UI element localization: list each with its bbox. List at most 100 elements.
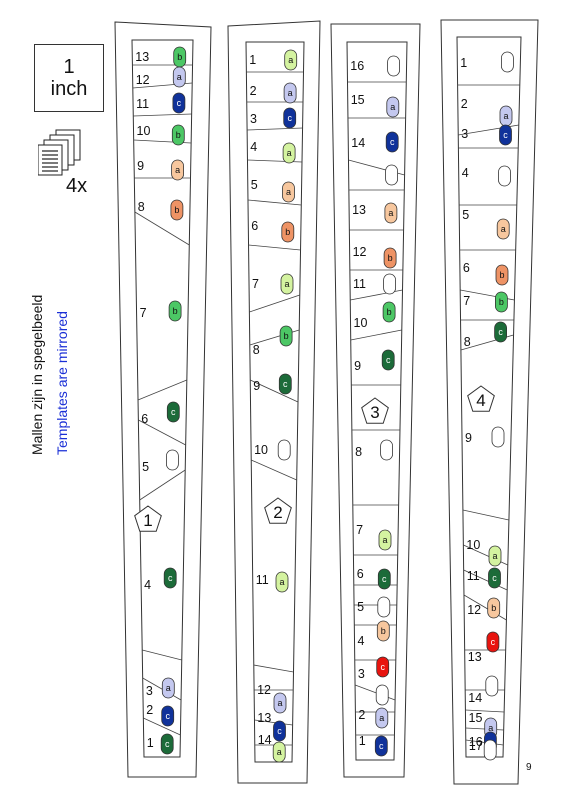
piece-number: 11	[353, 277, 366, 291]
fabric-swatch	[485, 675, 499, 697]
template-number: 2	[273, 503, 282, 522]
seam-line	[247, 199, 302, 206]
piece-filler	[385, 164, 399, 186]
one-inch-scale-box: 1 inch	[34, 44, 104, 112]
fabric-letter: c	[492, 573, 497, 583]
seam-line	[134, 211, 190, 246]
piece-number: 1	[460, 56, 467, 70]
fabric-letter: b	[174, 205, 179, 215]
fabric-swatch	[168, 300, 182, 322]
piece-number: 5	[357, 600, 364, 614]
template-cutting-outline	[440, 19, 539, 785]
fabric-swatch	[495, 264, 509, 286]
piece-number: 10	[354, 316, 368, 330]
piece-number: 12	[136, 73, 150, 87]
fabric-letter: a	[379, 713, 384, 723]
piece-number: 16	[469, 735, 483, 749]
fabric-swatch	[380, 439, 394, 461]
fabric-letter: b	[381, 626, 386, 636]
fabric-swatch	[494, 321, 508, 343]
fabric-swatch	[273, 692, 287, 714]
fabric-swatch	[383, 273, 397, 295]
seam-line	[247, 127, 303, 131]
piece-number: 1	[147, 736, 154, 750]
piece-number: 4	[358, 634, 365, 648]
piece-12: 12a	[257, 683, 287, 714]
seam-line	[250, 379, 299, 403]
fabric-letter: c	[165, 711, 170, 721]
seam-line	[251, 459, 297, 481]
piece-5: 5a	[462, 208, 510, 240]
scale-box-unit: inch	[50, 78, 88, 100]
fabric-letter: a	[279, 577, 284, 587]
piece-number: 8	[138, 200, 145, 214]
piece-number: 6	[141, 412, 148, 426]
piece-8: 8	[355, 439, 394, 461]
piece-number: 14	[468, 691, 482, 705]
fabric-letter: b	[173, 306, 178, 316]
template-number-pentagon	[467, 385, 495, 412]
piece-number: 11	[467, 569, 480, 583]
piece-number: 15	[469, 711, 483, 725]
fabric-swatch	[161, 677, 175, 699]
piece-4: 4b	[358, 620, 390, 648]
seam-line	[142, 677, 182, 701]
fabric-swatch	[283, 107, 297, 129]
piece-17: 17	[469, 739, 497, 761]
scale-box-number: 1	[63, 56, 75, 78]
fabric-swatch	[171, 159, 185, 181]
piece-7: 7a	[356, 523, 392, 551]
fabric-letter: a	[390, 102, 395, 112]
fabric-letter: a	[501, 224, 506, 234]
fabric-letter: c	[380, 662, 385, 672]
template-number-pentagon	[264, 497, 292, 524]
piece-filler	[375, 684, 389, 706]
piece-16: 16	[350, 55, 401, 77]
piece-10: 10	[254, 439, 291, 461]
fabric-swatch	[272, 741, 286, 763]
piece-2: 2a	[461, 97, 513, 127]
seam-line	[350, 329, 402, 341]
piece-number: 13	[257, 711, 271, 725]
fabric-letter: c	[177, 98, 182, 108]
fabric-letter: b	[176, 130, 181, 140]
template-number: 3	[370, 403, 379, 422]
fabric-swatch	[275, 571, 289, 593]
fabric-swatch	[170, 199, 184, 221]
fabric-swatch	[282, 142, 296, 164]
fabric-letter: c	[287, 113, 292, 123]
template-number: 4	[476, 391, 485, 410]
template-number-pentagon	[134, 505, 162, 532]
fabric-letter: a	[288, 88, 293, 98]
piece-4: 4	[462, 165, 511, 187]
fabric-swatch	[377, 568, 391, 590]
fabric-letter: a	[175, 165, 180, 175]
piece-number: 3	[461, 127, 468, 141]
piece-number: 4	[144, 578, 151, 592]
piece-number: 9	[465, 431, 472, 445]
fabric-swatch	[282, 181, 295, 203]
template-cutting-outline	[114, 21, 212, 778]
fabric-swatch	[499, 124, 512, 146]
piece-number: 11	[256, 573, 269, 587]
fabric-swatch	[381, 349, 395, 371]
fabric-letter: a	[177, 72, 182, 82]
piece-number: 1	[249, 53, 256, 67]
copies-stack-icon	[38, 129, 81, 176]
seam-line	[463, 594, 507, 621]
seam-line	[249, 294, 300, 313]
